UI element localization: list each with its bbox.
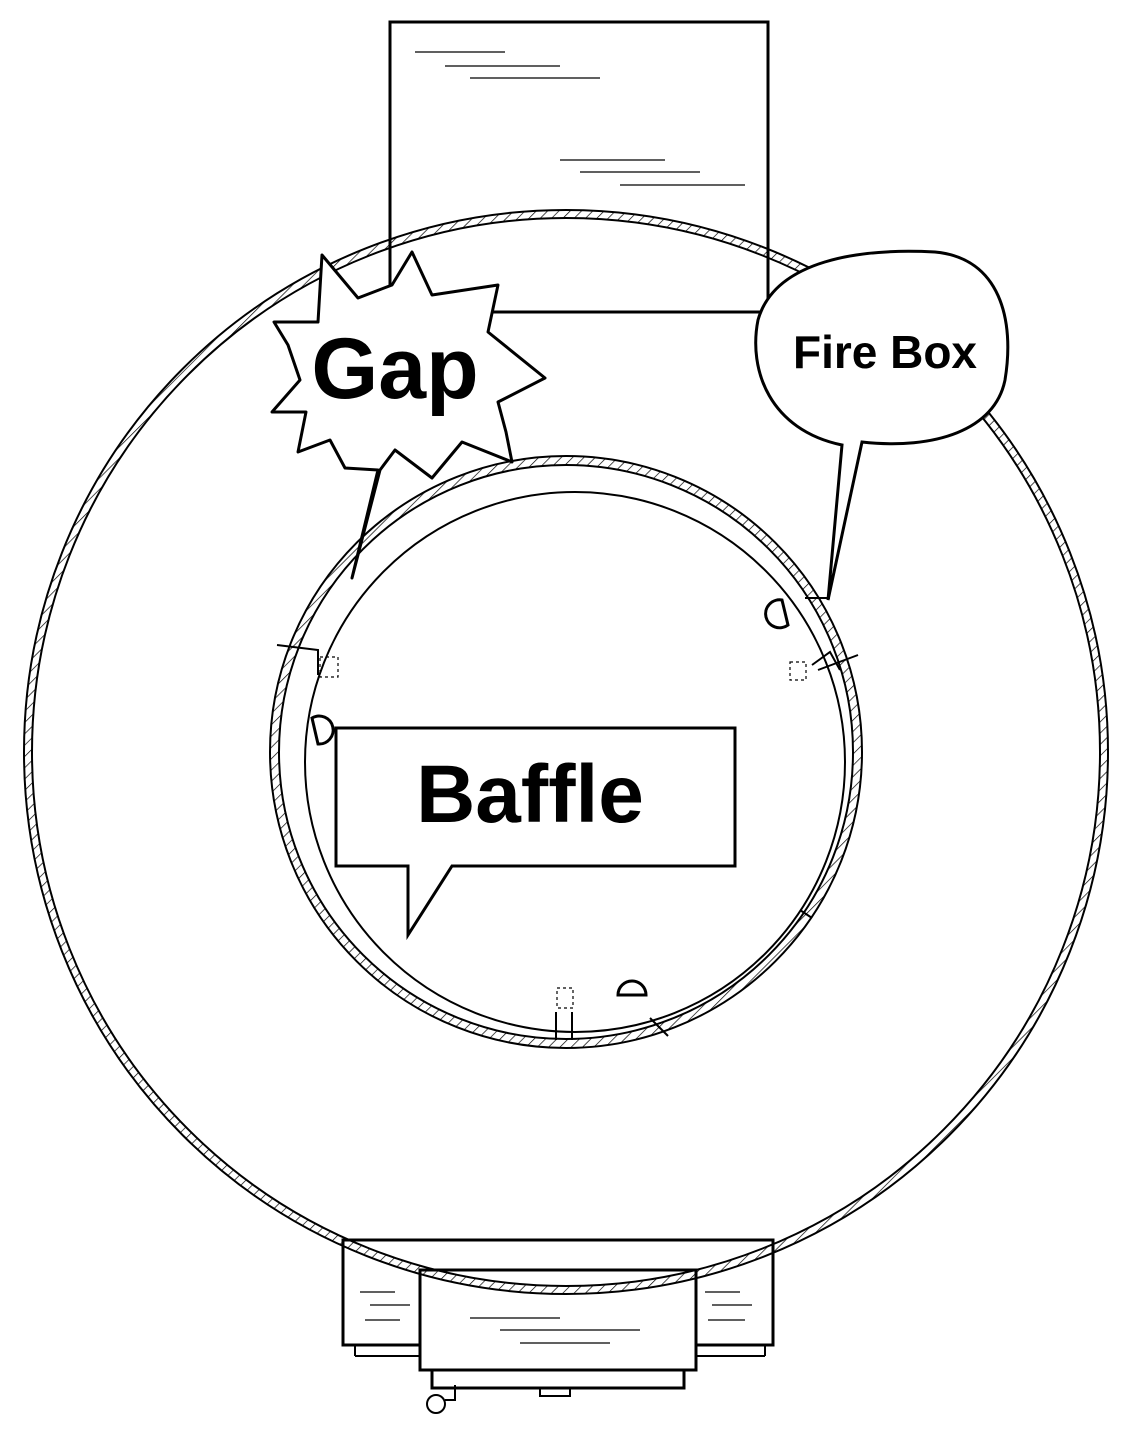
brackets: [276, 597, 859, 1040]
gap-label: Gap: [311, 321, 478, 417]
baffle-callout: Baffle: [334, 726, 737, 941]
base-assembly: [341, 1238, 775, 1414]
outer-drum: [23, 209, 1109, 1295]
baffle-ring: [304, 491, 846, 1033]
fire-box-label: Fire Box: [793, 326, 977, 378]
baffle-label: Baffle: [416, 749, 644, 840]
fire-box-ring: [269, 455, 863, 1049]
gap-callout: Gap: [270, 250, 547, 580]
flue-box: [388, 20, 770, 314]
fire-box-callout: Fire Box: [754, 249, 1010, 601]
